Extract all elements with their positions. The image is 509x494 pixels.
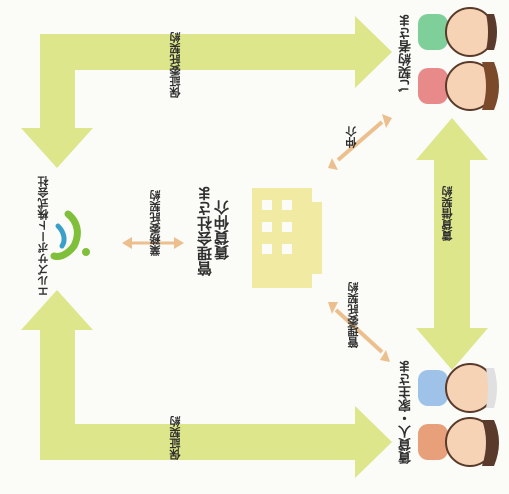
business-commission-arrow: [122, 237, 184, 249]
building-icon: [252, 188, 322, 288]
bottom-band-label: 保証契約: [169, 416, 182, 460]
guarantee-contract-arrow: [21, 290, 392, 478]
right-band-label: 賃貸借契約: [441, 186, 454, 241]
landlord-label: 賃貸人・家主さま: [399, 360, 414, 464]
company-name: エルズサポート株式会社: [37, 176, 50, 297]
agent-label-line2: 管理会社さま: [196, 186, 214, 276]
lease-contract-arrow: [416, 118, 488, 370]
guarantee-commission-arrow: [21, 16, 392, 168]
management-label: 管理委託契約: [347, 282, 360, 348]
mediation-arrow: [328, 114, 392, 170]
company-logo-icon: [50, 210, 90, 260]
agent-label-line1: 賃貸仲介: [213, 200, 231, 260]
contractor-people-icon: [418, 7, 499, 111]
top-band-label: 保証委託契約: [169, 32, 182, 98]
landlord-people-icon: [418, 363, 499, 467]
business-commission-label: 業務委託契約: [149, 190, 162, 256]
management-arrow: [328, 302, 390, 362]
contractor-label: ご契約者さま: [399, 14, 414, 92]
mediation-label: 仲介: [345, 126, 358, 148]
